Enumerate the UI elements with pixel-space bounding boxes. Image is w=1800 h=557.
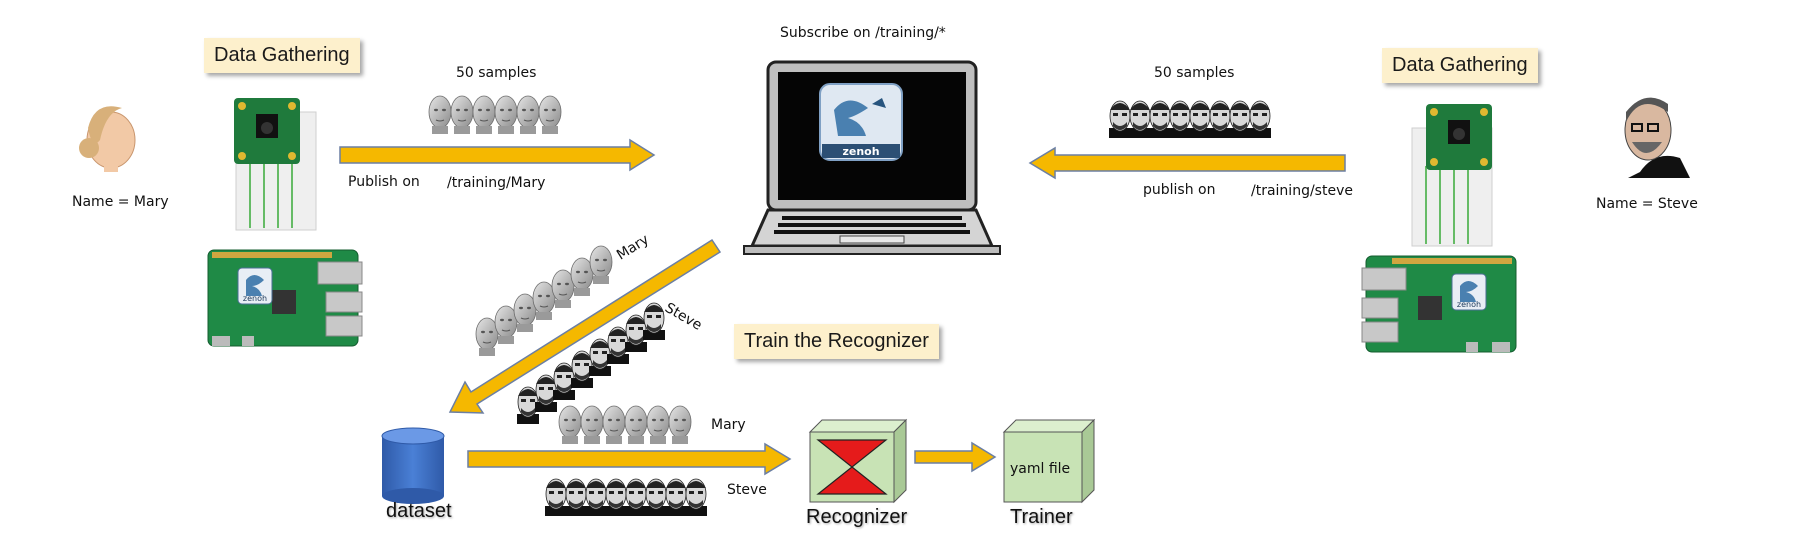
pipeline-arrow-recognizer — [914, 441, 997, 473]
yaml-file-label: yaml file — [1010, 461, 1071, 477]
mary-head-icon — [79, 106, 136, 172]
diagonal-arrow — [448, 238, 722, 414]
trainer-cube-icon — [1002, 418, 1096, 504]
raspberry-pi-board-left-icon: zenoh — [207, 249, 363, 347]
board-logo-text: zenoh — [1457, 300, 1481, 309]
camera-module-right-icon — [1411, 104, 1493, 247]
pipeline-mary-label: Mary — [711, 417, 746, 433]
train-recognizer-callout: Train the Recognizer — [734, 324, 939, 359]
mary-name-label: Name = Mary — [72, 194, 169, 210]
data-gathering-left-callout: Data Gathering — [204, 38, 360, 73]
pipeline-steve-label: Steve — [727, 482, 767, 498]
laptop-icon: zenoh — [743, 60, 1001, 255]
steve-name-label: Name = Steve — [1596, 196, 1698, 212]
trainer-label: Trainer — [1010, 506, 1073, 528]
steve-samples-label: 50 samples — [1154, 65, 1235, 81]
pipeline-mary-strip — [558, 405, 692, 445]
pipeline-steve-strip — [544, 478, 708, 517]
steve-publish-label: publish on — [1143, 182, 1216, 198]
recognizer-label: Recognizer — [806, 506, 908, 528]
camera-module-left-icon — [234, 98, 317, 231]
raspberry-pi-board-right-icon: zenoh — [1361, 255, 1517, 353]
mary-samples-label: 50 samples — [456, 65, 537, 81]
recognizer-cube-icon — [808, 418, 908, 504]
board-logo-text: zenoh — [243, 294, 267, 303]
zenoh-logo-text: zenoh — [842, 145, 879, 158]
steve-topic-label: /training/steve — [1251, 183, 1353, 199]
mary-samples-strip — [428, 95, 562, 135]
dataset-cylinder-icon — [381, 427, 445, 504]
steve-samples-strip — [1108, 100, 1272, 139]
mary-topic-label: /training/Mary — [447, 175, 546, 191]
steve-head-icon — [1624, 97, 1690, 178]
data-gathering-right-callout: Data Gathering — [1382, 48, 1538, 83]
publish-arrow-right — [1028, 146, 1346, 180]
diagonal-mary-strip — [475, 245, 613, 357]
publish-arrow-left — [339, 138, 656, 172]
subscribe-label: Subscribe on /training/* — [780, 25, 946, 41]
pipeline-arrow-dataset — [467, 442, 792, 476]
mary-publish-label: Publish on — [348, 174, 420, 190]
dataset-label: dataset — [386, 500, 452, 522]
